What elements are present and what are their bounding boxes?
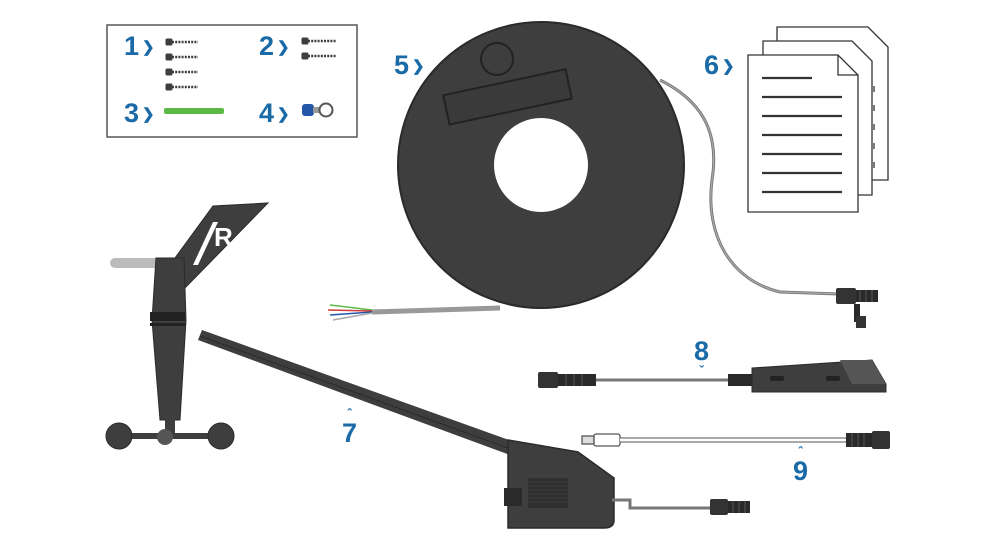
callout-9-number: 9 (793, 456, 809, 486)
callout-5: 5❯ (394, 52, 425, 80)
callout-2: 2❯ (259, 33, 290, 61)
cable-tail-wires (327, 304, 373, 321)
callout-3: 3❯ (124, 100, 155, 128)
wind-transducer-arm (105, 202, 750, 529)
callout-6-number: 6 (704, 50, 720, 80)
ring-terminal (302, 102, 334, 118)
callout-9-arrow-icon: ˆ (798, 444, 803, 459)
callout-4-arrow-icon: ❯ (277, 106, 290, 124)
callout-2-arrow-icon: ❯ (277, 39, 290, 57)
logo-letter: R (214, 222, 233, 252)
fixings-box (106, 24, 358, 138)
callout-1-number: 1 (124, 31, 140, 61)
callout-1: 1❯ (124, 33, 155, 61)
adaptor-cable-8 (538, 359, 887, 393)
callout-4: 4❯ (259, 100, 290, 128)
callout-7-number: 7 (342, 418, 358, 448)
cable-reel (371, 21, 839, 315)
callout-1-arrow-icon: ❯ (142, 39, 155, 57)
screw-set-2 (301, 37, 336, 60)
screw-set-1 (165, 38, 198, 91)
brand-logo: R (193, 222, 233, 265)
callout-5-arrow-icon: ❯ (412, 58, 425, 76)
callout-6-arrow-icon: ❯ (722, 58, 735, 76)
callout-3-number: 3 (124, 98, 140, 128)
callout-8-arrow-icon: ˇ (699, 363, 704, 378)
adaptor-cable-9 (581, 431, 890, 449)
reel-connector (836, 288, 878, 328)
callout-3-arrow-icon: ❯ (142, 106, 155, 124)
callout-4-number: 4 (259, 98, 275, 128)
heat-shrink-tube (164, 108, 224, 114)
callout-5-number: 5 (394, 50, 410, 80)
callout-2-number: 2 (259, 31, 275, 61)
callout-8-number: 8 (694, 336, 710, 366)
callout-6: 6❯ (704, 52, 735, 80)
documentation-pages (747, 26, 889, 213)
callout-7-arrow-icon: ˆ (347, 406, 352, 421)
